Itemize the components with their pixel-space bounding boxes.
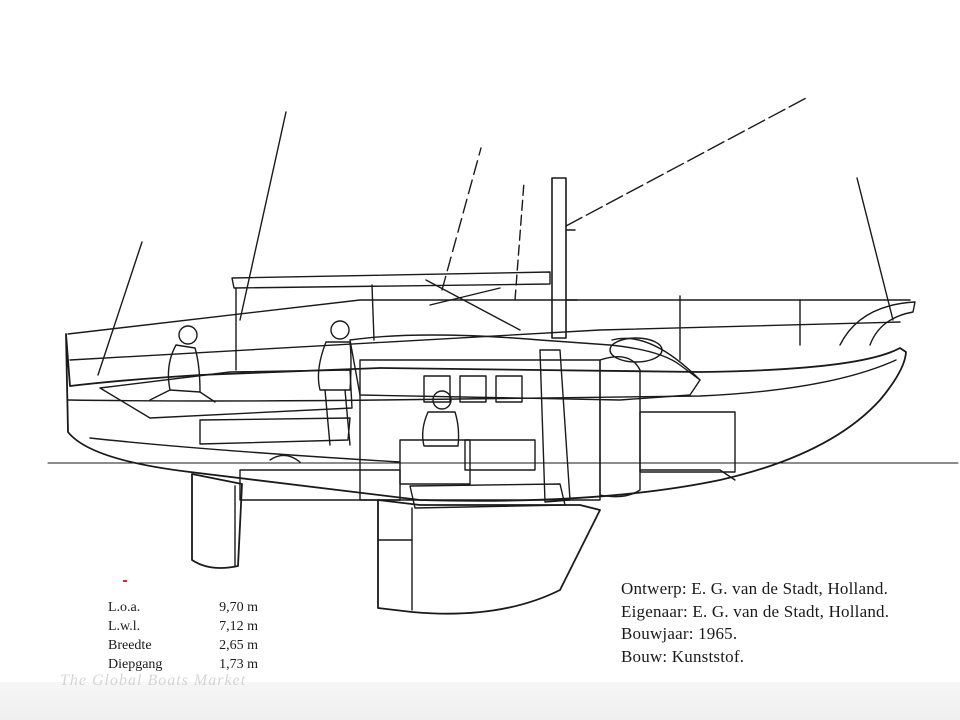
spec-row-loa: L.o.a. 9,70 m [108, 598, 258, 617]
spec-row-diepgang: Diepgang 1,73 m [108, 655, 258, 674]
hatch [609, 337, 663, 363]
lifeline-upper [67, 299, 911, 335]
main-stay-dashed [441, 147, 482, 291]
spec-value: 1,73 m [219, 657, 258, 672]
keel [377, 499, 601, 615]
red-mark [123, 580, 127, 582]
galley [464, 439, 536, 471]
specifications-table: L.o.a. 9,70 m L.w.l. 7,12 m Breedte 2,65… [108, 598, 258, 674]
spec-row-breedte: Breedte 2,65 m [108, 636, 258, 655]
spec-value: 9,70 m [219, 600, 258, 615]
cabin-interior [359, 359, 601, 501]
shroud [514, 181, 525, 301]
watermark: The Global Boats Market [60, 672, 247, 689]
spec-label: L.o.a. [108, 600, 141, 615]
spec-label: Breedte [108, 638, 152, 653]
spec-value: 7,12 m [219, 619, 258, 634]
spec-row-lwl: L.w.l. 7,12 m [108, 617, 258, 636]
spec-value: 2,65 m [219, 638, 258, 653]
forestay-dashed [565, 96, 809, 227]
boom [231, 271, 551, 289]
mizzen-stay [239, 111, 287, 321]
credit-build: Bouw: Kunststof. [621, 646, 745, 666]
crew-figure-navigator [421, 390, 460, 447]
forward-cabin [599, 356, 641, 498]
bow-stay [856, 177, 894, 321]
rudder [191, 473, 243, 569]
bulkhead [539, 349, 571, 503]
credits-block: Ontwerp: E. G. van de Stadt, Holland. Ei… [621, 578, 889, 668]
helmsman-figure [149, 325, 216, 403]
spec-label: Diepgang [108, 657, 163, 672]
credit-year: Bouwjaar: 1965. [621, 624, 738, 643]
mast [551, 177, 567, 339]
credit-owner: Eigenaar: E. G. van de Stadt, Holland. [621, 601, 890, 621]
credit-design: Ontwerp: E. G. van de Stadt, Holland. [621, 579, 889, 598]
crew-figure-standing [317, 320, 352, 446]
cabin-top [349, 334, 701, 401]
bow-pulpit [839, 301, 916, 346]
spec-label: L.w.l. [108, 619, 141, 634]
cockpit-floor [99, 369, 353, 419]
backstay [97, 241, 143, 376]
chart-table [399, 439, 471, 485]
bottom-band [0, 682, 960, 720]
